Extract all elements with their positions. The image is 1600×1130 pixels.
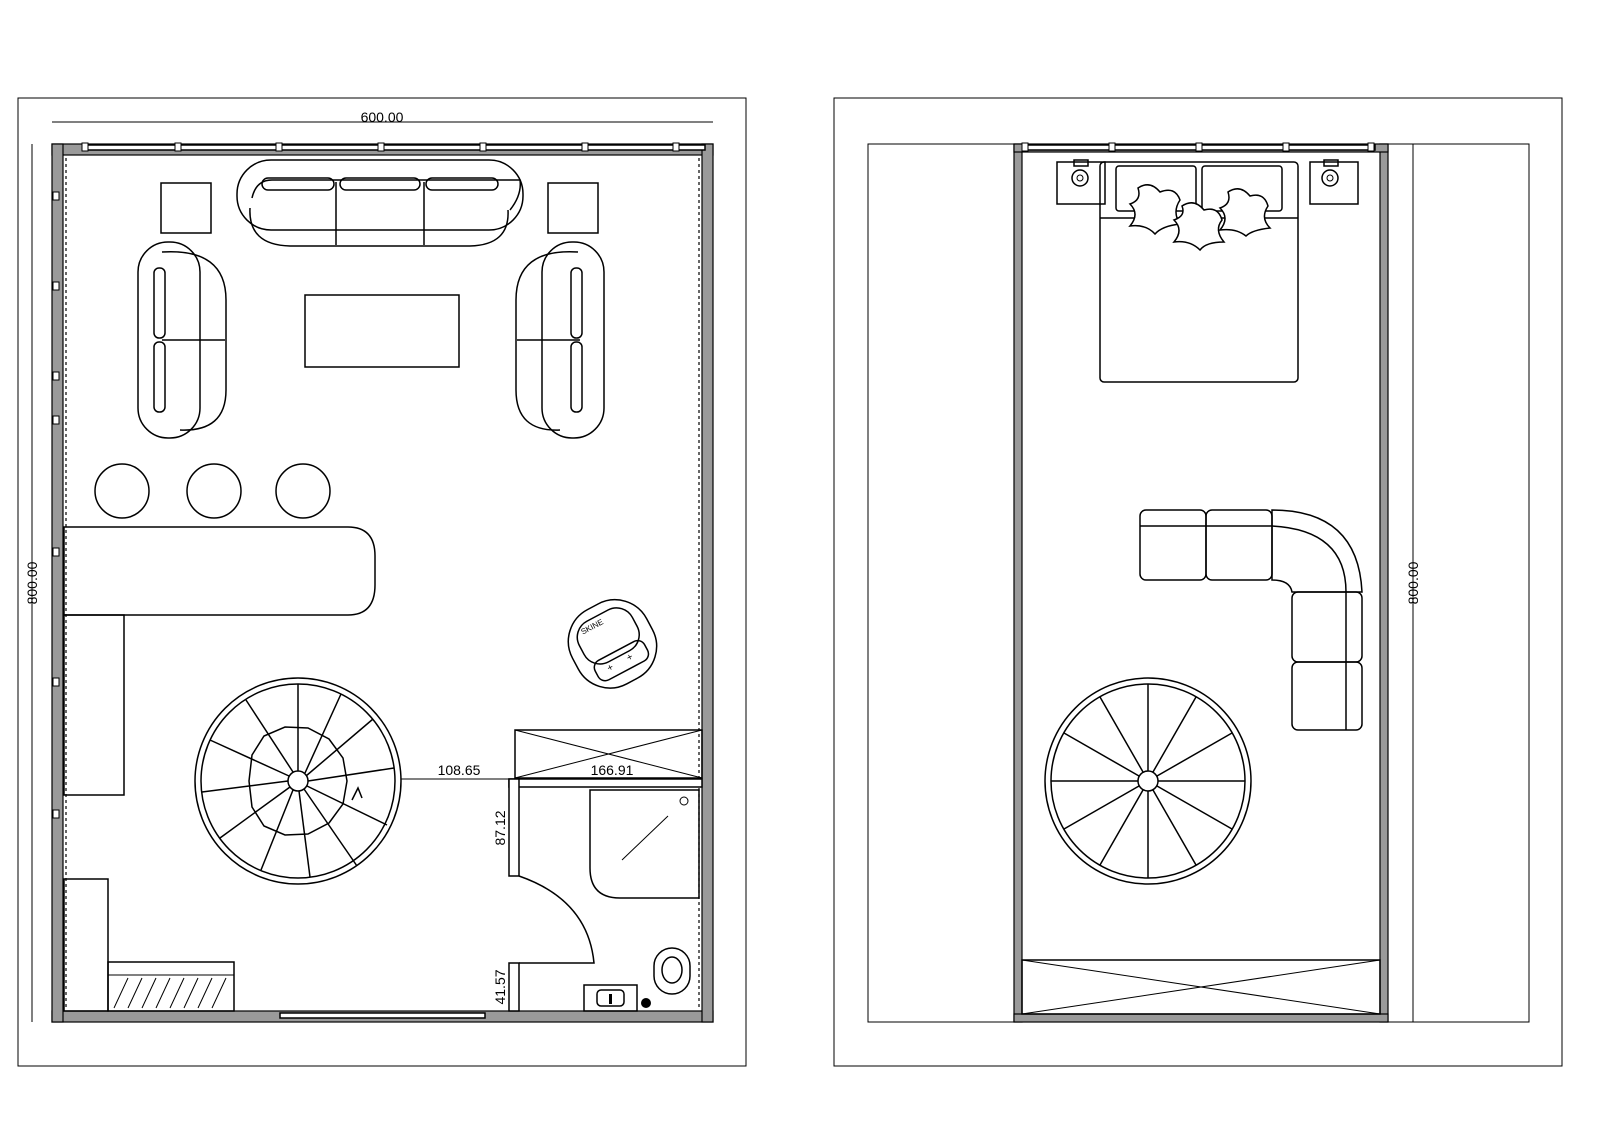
west-wall <box>51 143 64 1023</box>
storage-cabinet <box>514 729 703 779</box>
double-bed <box>1099 161 1299 383</box>
sheet-frame-right <box>833 97 1563 1067</box>
west-window-mullions <box>52 191 60 819</box>
kitchen-island <box>63 526 376 616</box>
bar-stool <box>186 463 242 519</box>
bath-width-label: 166.91 <box>591 762 634 778</box>
bathroom-partition <box>508 778 703 1012</box>
floor-drain <box>641 998 651 1008</box>
upper-east-wall <box>1379 143 1389 1023</box>
bar-stool <box>275 463 331 519</box>
storage-area-upper <box>1021 959 1381 1015</box>
sofa-three-seat <box>236 159 524 247</box>
loveseat-right <box>515 241 605 439</box>
coffee-table <box>304 294 460 368</box>
kitchen-counter <box>63 614 125 796</box>
nightstand-right <box>1309 159 1359 205</box>
armchair-tag: SKINE <box>579 617 604 636</box>
toilet <box>653 947 691 995</box>
east-wall <box>701 143 714 1023</box>
spiral-staircase <box>194 677 402 885</box>
sectional-sofa <box>1139 509 1363 731</box>
sheet-frame-left <box>17 97 747 1067</box>
wash-basin <box>583 984 638 1012</box>
upper-height-dimension-label: 800.00 <box>1405 561 1421 604</box>
loveseat-left <box>137 241 227 439</box>
south-window <box>279 1012 486 1019</box>
width-dimension-label: 600.00 <box>361 109 404 125</box>
bathroom-door-swing <box>518 875 595 964</box>
height-dimension-label: 800.00 <box>24 561 40 604</box>
svg-text:+: + <box>605 662 615 675</box>
radiator-bench <box>107 961 235 1012</box>
bath-wall-lower-label: 41.57 <box>492 969 508 1004</box>
wardrobe <box>63 878 109 1012</box>
bar-stool <box>94 463 150 519</box>
ground-floor-plan: 600.00 800.00 <box>17 97 747 1067</box>
side-table-left <box>160 182 212 234</box>
shower-tray <box>589 789 700 899</box>
svg-text:+: + <box>625 651 635 664</box>
armchair: SKINE + + <box>567 599 658 689</box>
upper-south-wall <box>1013 1013 1389 1023</box>
nightstand-left <box>1056 159 1106 205</box>
upper-west-wall <box>1013 143 1023 1023</box>
spiral-staircase-upper <box>1044 677 1252 885</box>
bath-wall-upper-label: 87.12 <box>492 810 508 845</box>
stair-direction-arrow <box>351 786 363 801</box>
upper-floor-plan: 800.00 <box>833 97 1563 1067</box>
building-outline <box>867 143 1530 1023</box>
side-table-right <box>547 182 599 234</box>
stair-clearance-label: 108.65 <box>438 762 481 778</box>
